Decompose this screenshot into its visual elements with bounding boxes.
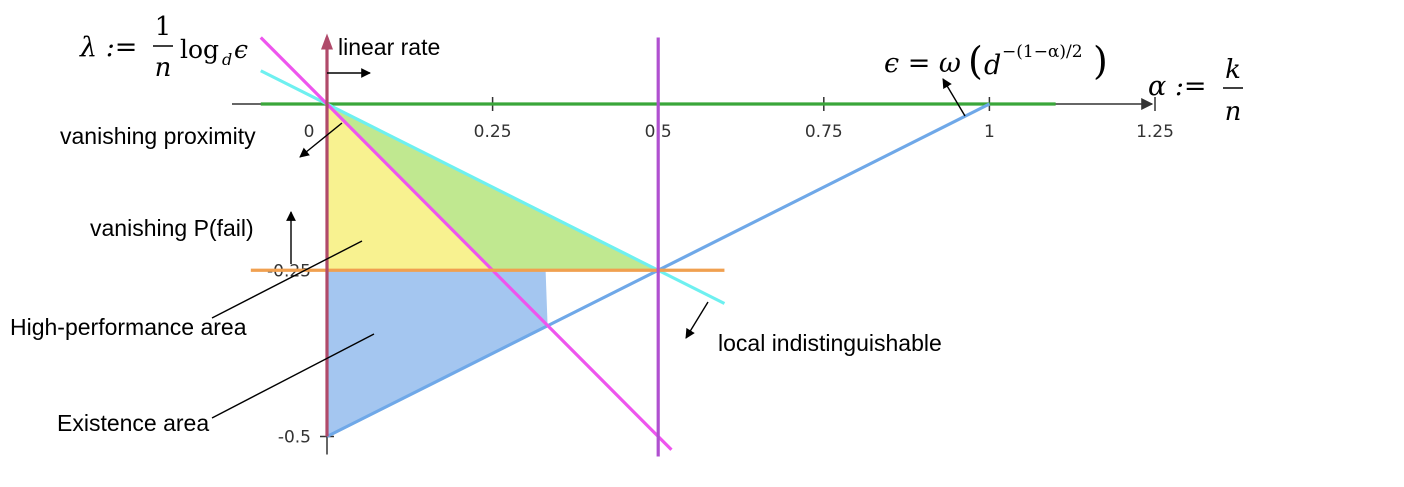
x-label-den: n [1225,97,1242,127]
pointer-existence [211,333,375,419]
y-label-log: log [180,35,219,64]
label-vanishing-pfail: vanishing P(fail) [90,215,254,241]
y-tick-label: -0.5 [278,428,311,448]
y-label-var: ϵ [234,35,248,64]
y-axis-label: λ := 1 n log d ϵ [79,12,248,83]
series-line-3 [259,36,673,451]
eps-lhs: ϵ = ω [884,48,961,79]
x-tick-label: 0.75 [805,122,843,142]
x-tick-label: 0 [304,122,315,142]
label-linear-rate: linear rate [338,34,440,60]
series-line-2 [260,69,726,305]
x-axis-label: α := k n [1148,55,1243,127]
label-vanishing-proximity: vanishing proximity [60,123,256,149]
eps-lparen: ( [968,39,983,83]
x-label-lhs: α := [1148,71,1207,102]
y-label-num: 1 [155,12,172,42]
arrow-local-indist [685,301,709,339]
y-label-sub: d [222,50,232,69]
eps-base: d [984,50,1001,81]
epsilon-formula: ϵ = ω ( d −(1−α)/2 ) [884,39,1108,83]
y-label-den: n [155,53,172,83]
x-tick-label: 0.25 [474,122,512,142]
eps-rparen: ) [1093,39,1108,83]
x-label-num: k [1225,55,1241,85]
arrow-eps-formula [942,78,966,117]
y-axis-arrowhead [321,33,333,50]
x-tick-label: 1.25 [1136,122,1174,142]
label-local-indist: local indistinguishable [718,330,942,356]
eps-exp: −(1−α)/2 [1002,42,1083,62]
label-high-performance: High-performance area [10,314,247,340]
arrow-vanishing-proximity [299,122,343,158]
y-label-lhs: λ := [79,32,137,63]
x-tick-label: 1 [984,122,995,142]
label-existence: Existence area [57,410,209,436]
region-2 [327,270,548,437]
pointer-high-performance [211,240,363,319]
